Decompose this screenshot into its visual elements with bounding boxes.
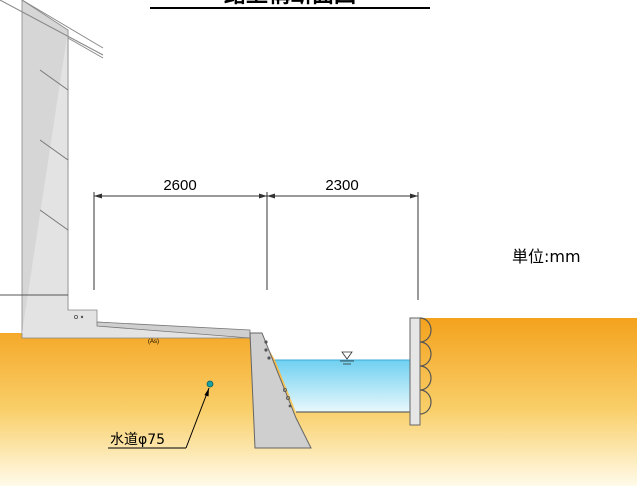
channel-right-wall [409,317,421,426]
dimension-lines [93,192,419,300]
wall-hatch [39,209,69,231]
pipe-leader-line [185,387,210,449]
roof-line [0,0,104,56]
roof-line-inner [21,0,104,49]
water-level-icon [341,351,353,360]
dimension-left-label: 2600 [163,177,196,194]
channel-left-wall [249,332,312,449]
wall-hatch [39,69,69,91]
pipe-label: 水道φ75 [110,432,165,448]
dimension-right-label: 2300 [325,177,358,194]
water-pipe-icon [206,380,214,388]
wall-hatch [39,139,69,161]
pavement-label: (As) [148,339,159,345]
page-title: 路上構断面図 [224,0,356,8]
channel-water [275,360,415,412]
unit-label: 単位:mm [512,247,581,266]
sheet-pile [419,317,432,415]
ground-soil [0,318,637,486]
